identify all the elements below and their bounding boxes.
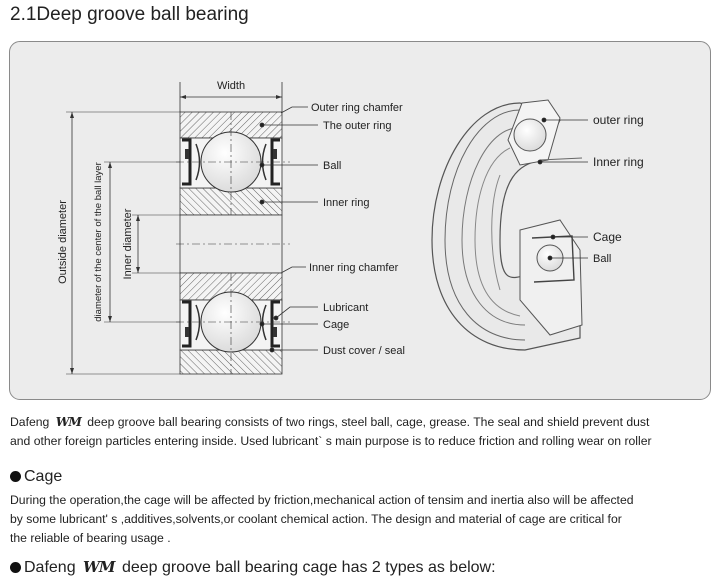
iso-callout-cage: Cage xyxy=(593,230,622,244)
cage-heading: Cage xyxy=(10,468,62,486)
callout-the-outer-ring: The outer ring xyxy=(323,120,391,132)
bearing-3d-illustration xyxy=(431,99,588,351)
callout-dust-cover: Dust cover / seal xyxy=(323,345,405,357)
iso-callout-inner-ring: Inner ring xyxy=(593,155,644,169)
callout-outer-ring-chamfer: Outer ring chamfer xyxy=(311,102,403,114)
width-label: Width xyxy=(217,80,245,92)
cage-line-3: the reliable of bearing usage . xyxy=(10,531,171,545)
intro-paragraph: Dafeng WM deep groove ball bearing consi… xyxy=(10,413,652,451)
outside-diameter-label: Outside diameter xyxy=(57,200,69,284)
intro-line-2: and other foreign particles entering ins… xyxy=(10,434,652,448)
upper-section xyxy=(176,111,290,216)
callout-lubricant: Lubricant xyxy=(323,302,368,314)
inner-diameter-label: Inner diameter xyxy=(122,208,134,279)
brand-name: Dafeng xyxy=(10,415,50,429)
brand-logo: WM xyxy=(83,558,115,576)
bullet-icon xyxy=(10,471,21,482)
center-diameter-label: diameter of the center of the ball layer xyxy=(93,162,104,321)
lower-section xyxy=(176,272,290,375)
iso-callout-outer-ring: outer ring xyxy=(593,113,644,127)
brand-logo: WM xyxy=(55,415,82,429)
intro-line-1: Dafeng WM deep groove ball bearing consi… xyxy=(10,413,652,432)
callout-ball: Ball xyxy=(323,160,341,172)
page-title: 2.1Deep groove ball bearing xyxy=(10,4,249,25)
diagram-panel xyxy=(9,41,711,400)
cage-paragraph: During the operation,the cage will be af… xyxy=(10,491,634,548)
bullet-icon xyxy=(10,562,21,573)
intro-line-1-text: deep groove ball bearing consists of two… xyxy=(87,415,650,429)
callout-inner-ring-chamfer: Inner ring chamfer xyxy=(309,262,399,274)
cross-section xyxy=(66,82,318,375)
cage-line-1: During the operation,the cage will be af… xyxy=(10,493,634,507)
callout-inner-ring: Inner ring xyxy=(323,197,369,209)
iso-callout-ball: Ball xyxy=(593,253,611,265)
callout-cage: Cage xyxy=(323,319,349,331)
cage-types-heading: Dafeng WM deep groove ball bearing cage … xyxy=(10,558,496,577)
bearing-diagram: Width Outside diameter diameter of the c… xyxy=(57,80,644,375)
cage-line-2: by some lubricant' s ,additives,solvents… xyxy=(10,512,622,526)
